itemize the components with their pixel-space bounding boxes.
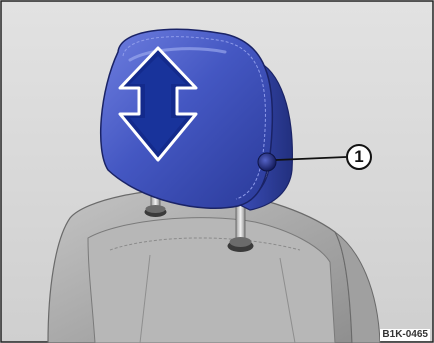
image-code-label: B1K-0465 [380,329,430,341]
callout-number-1: 1 [346,144,372,170]
release-button [258,153,276,171]
